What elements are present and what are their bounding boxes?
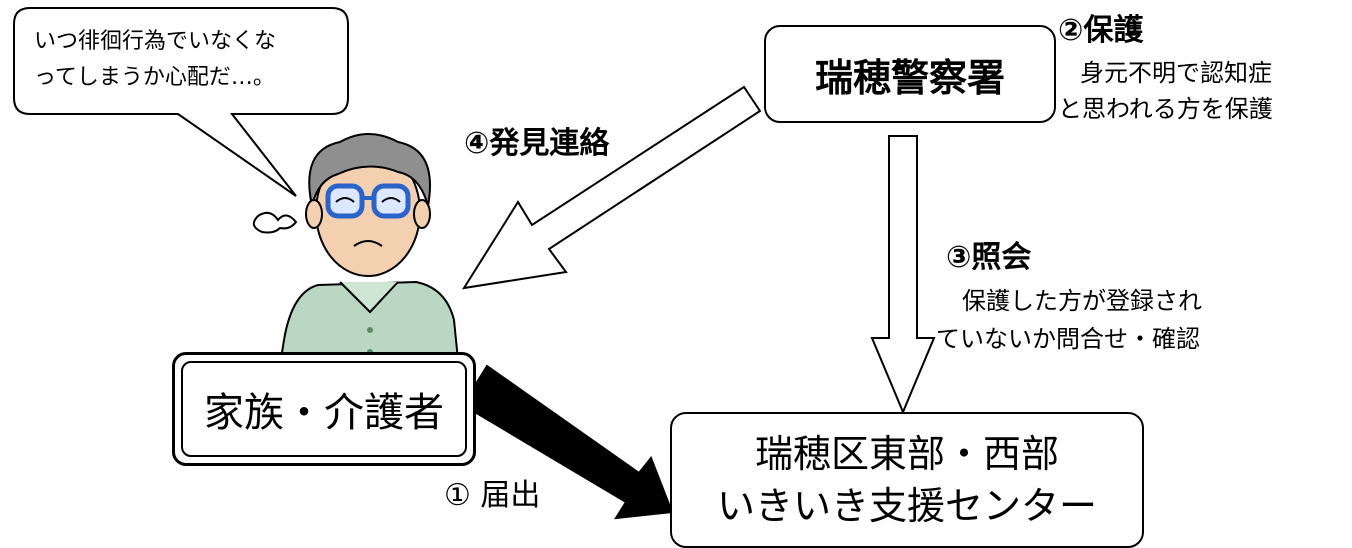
speech-bubble-line-1: いつ徘徊行為でいなくな bbox=[34, 29, 277, 54]
step4-title: ④発見連絡 bbox=[464, 126, 610, 161]
step3-line-2: ていないか問合せ・確認 bbox=[936, 325, 1200, 353]
speech-bubble-shape bbox=[13, 7, 349, 197]
family-caregiver-label: 家族・介護者 bbox=[204, 390, 444, 436]
support-center-box: 瑞穂区東部・西部 いきいき支援センター bbox=[670, 412, 1144, 548]
family-caregiver-inner-border: 家族・介護者 bbox=[181, 361, 467, 457]
arrow-inquiry bbox=[870, 135, 936, 415]
arrow-report bbox=[461, 364, 674, 520]
support-center-line-1: 瑞穂区東部・西部 bbox=[754, 432, 1059, 476]
step2-line-1: 身元不明で認知症 bbox=[1080, 59, 1272, 87]
police-station-box: 瑞穂警察署 bbox=[764, 25, 1056, 123]
speech-bubble-line-2: ってしまうか心配だ…。 bbox=[34, 65, 275, 90]
step1-label: ① 届出 bbox=[444, 478, 541, 513]
arrow-discovery-contact bbox=[461, 85, 762, 290]
police-station-label: 瑞穂警察署 bbox=[814, 55, 1005, 100]
support-center-line-2: いきいき支援センター bbox=[716, 484, 1097, 528]
step3-line-1: 保護した方が登録され bbox=[962, 287, 1202, 315]
step2-line-2: と思われる方を保護 bbox=[1058, 95, 1273, 123]
speech-bubble-text: いつ徘徊行為でいなくな ってしまうか心配だ…。 bbox=[34, 24, 276, 96]
step3-title: ③照会 bbox=[946, 240, 1032, 275]
family-caregiver-box: 家族・介護者 bbox=[172, 352, 476, 466]
step2-title: ②保護 bbox=[1058, 13, 1144, 48]
